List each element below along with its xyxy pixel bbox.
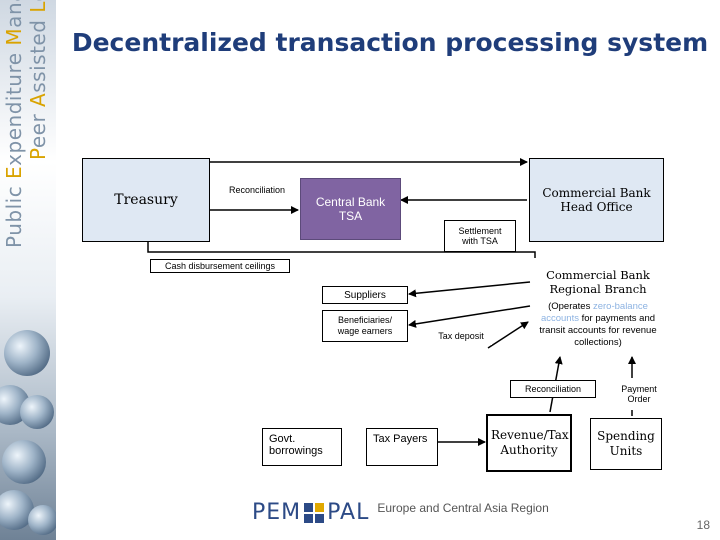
- logo-right-text: PAL: [327, 500, 370, 525]
- logo-region-text: Europe and Central Asia Region: [377, 500, 549, 515]
- govt-borrowings-label: Govt. borrowings: [269, 433, 323, 457]
- beneficiaries-label: Beneficiaries/ wage earners: [337, 315, 393, 336]
- reconciliation-bottom-box: Reconciliation: [510, 380, 596, 398]
- treasury-label: Treasury: [114, 192, 178, 208]
- logo-squares-icon: [304, 502, 325, 523]
- beneficiaries-box: Beneficiaries/ wage earners: [322, 310, 408, 342]
- arrow-branch-to-suppliers: [408, 281, 531, 298]
- sidebar-banner: Public Expenditure Management Peer Assis…: [0, 0, 56, 540]
- central-bank-box: Central Bank TSA: [300, 178, 401, 240]
- spending-units-box: Spending Units: [590, 418, 662, 470]
- head-office-box: Commercial Bank Head Office: [529, 158, 664, 242]
- logo-left-text: PEM: [252, 500, 302, 525]
- operates-post: for payments and transit accounts for re…: [539, 313, 657, 348]
- settlement-label: Settlement with TSA: [458, 226, 502, 246]
- tax-payers-box: Tax Payers: [366, 428, 438, 466]
- suppliers-label: Suppliers: [344, 289, 386, 301]
- page-number: 18: [696, 518, 710, 532]
- pempal-logo: PEM PAL Europe and Central Asia Region: [252, 500, 549, 525]
- globe-icon: [20, 395, 54, 429]
- tax-deposit-box: Tax deposit: [430, 327, 492, 345]
- reconciliation-top-label: Reconciliation: [228, 185, 286, 195]
- operates-pre: (Operates: [548, 301, 591, 312]
- reconciliation-bottom-label: Reconciliation: [524, 384, 582, 394]
- reconciliation-top-box: Reconciliation: [218, 178, 296, 202]
- cash-ceilings-label: Cash disbursement ceilings: [164, 261, 276, 271]
- cash-ceilings-line: [147, 242, 536, 258]
- central-bank-label: Central Bank TSA: [315, 195, 386, 223]
- suppliers-box: Suppliers: [322, 286, 408, 304]
- operates-highlight: zero-balance accounts: [540, 301, 648, 324]
- spending-units-label: Spending Units: [597, 429, 655, 458]
- regional-branch-label: Commercial Bank Regional Branch: [546, 268, 650, 296]
- settlement-box: Settlement with TSA: [444, 220, 516, 252]
- payment-order-label: Payment Order: [621, 384, 657, 404]
- arrow-branch-to-beneficiaries: [408, 305, 531, 328]
- operates-note: (Operates zero-balance accounts for paym…: [537, 301, 659, 349]
- cash-ceilings-box: Cash disbursement ceilings: [150, 259, 290, 273]
- revenue-tax-label: Revenue/Tax Authority: [491, 428, 569, 457]
- globe-icon: [2, 440, 46, 484]
- revenue-tax-box: Revenue/Tax Authority: [486, 414, 572, 472]
- arrow-tax-deposit-to-branch: [487, 321, 529, 349]
- globe-icon: [4, 330, 50, 376]
- tax-deposit-label: Tax deposit: [438, 331, 484, 341]
- page-title: Decentralized transaction processing sys…: [71, 28, 709, 57]
- globe-icon: [28, 505, 56, 535]
- payment-order-box: Payment Order: [604, 378, 674, 410]
- govt-borrowings-box: Govt. borrowings: [262, 428, 342, 466]
- treasury-box: Treasury: [82, 158, 210, 242]
- head-office-label: Commercial Bank Head Office: [542, 186, 651, 214]
- tax-payers-label: Tax Payers: [373, 433, 428, 445]
